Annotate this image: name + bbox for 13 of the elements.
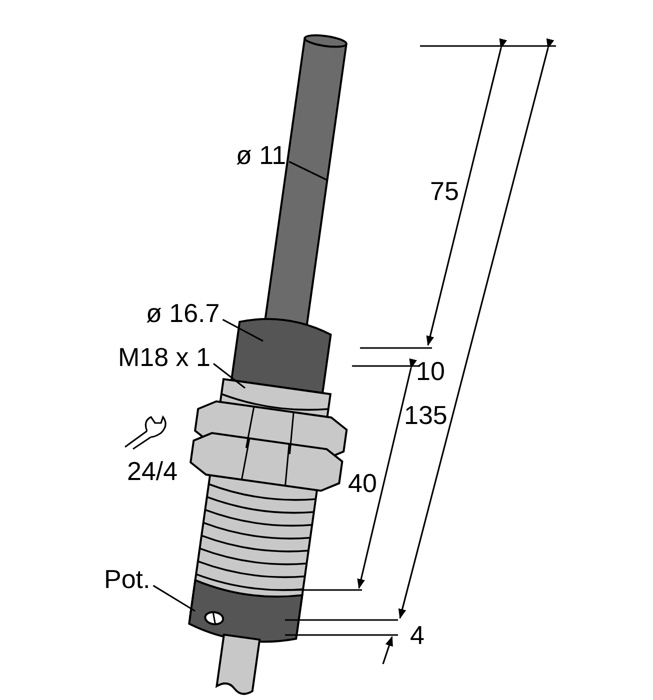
dimension-label: 75 xyxy=(430,176,459,206)
leader-line xyxy=(222,318,264,342)
dimension-label: 24/4 xyxy=(127,456,178,486)
callout-label: Pot. xyxy=(104,564,150,594)
dimension-label: 40 xyxy=(348,468,377,498)
callout-label: ø 16.7 xyxy=(146,298,220,328)
callout-label: ø 11 xyxy=(236,140,286,170)
dimension-label: 135 xyxy=(404,400,448,430)
dimension-label: 10 xyxy=(416,356,445,386)
dimension-label: 4 xyxy=(410,620,424,650)
callout-label: M18 x 1 xyxy=(118,342,210,372)
leader-line xyxy=(152,584,196,612)
leader-line xyxy=(288,160,328,181)
